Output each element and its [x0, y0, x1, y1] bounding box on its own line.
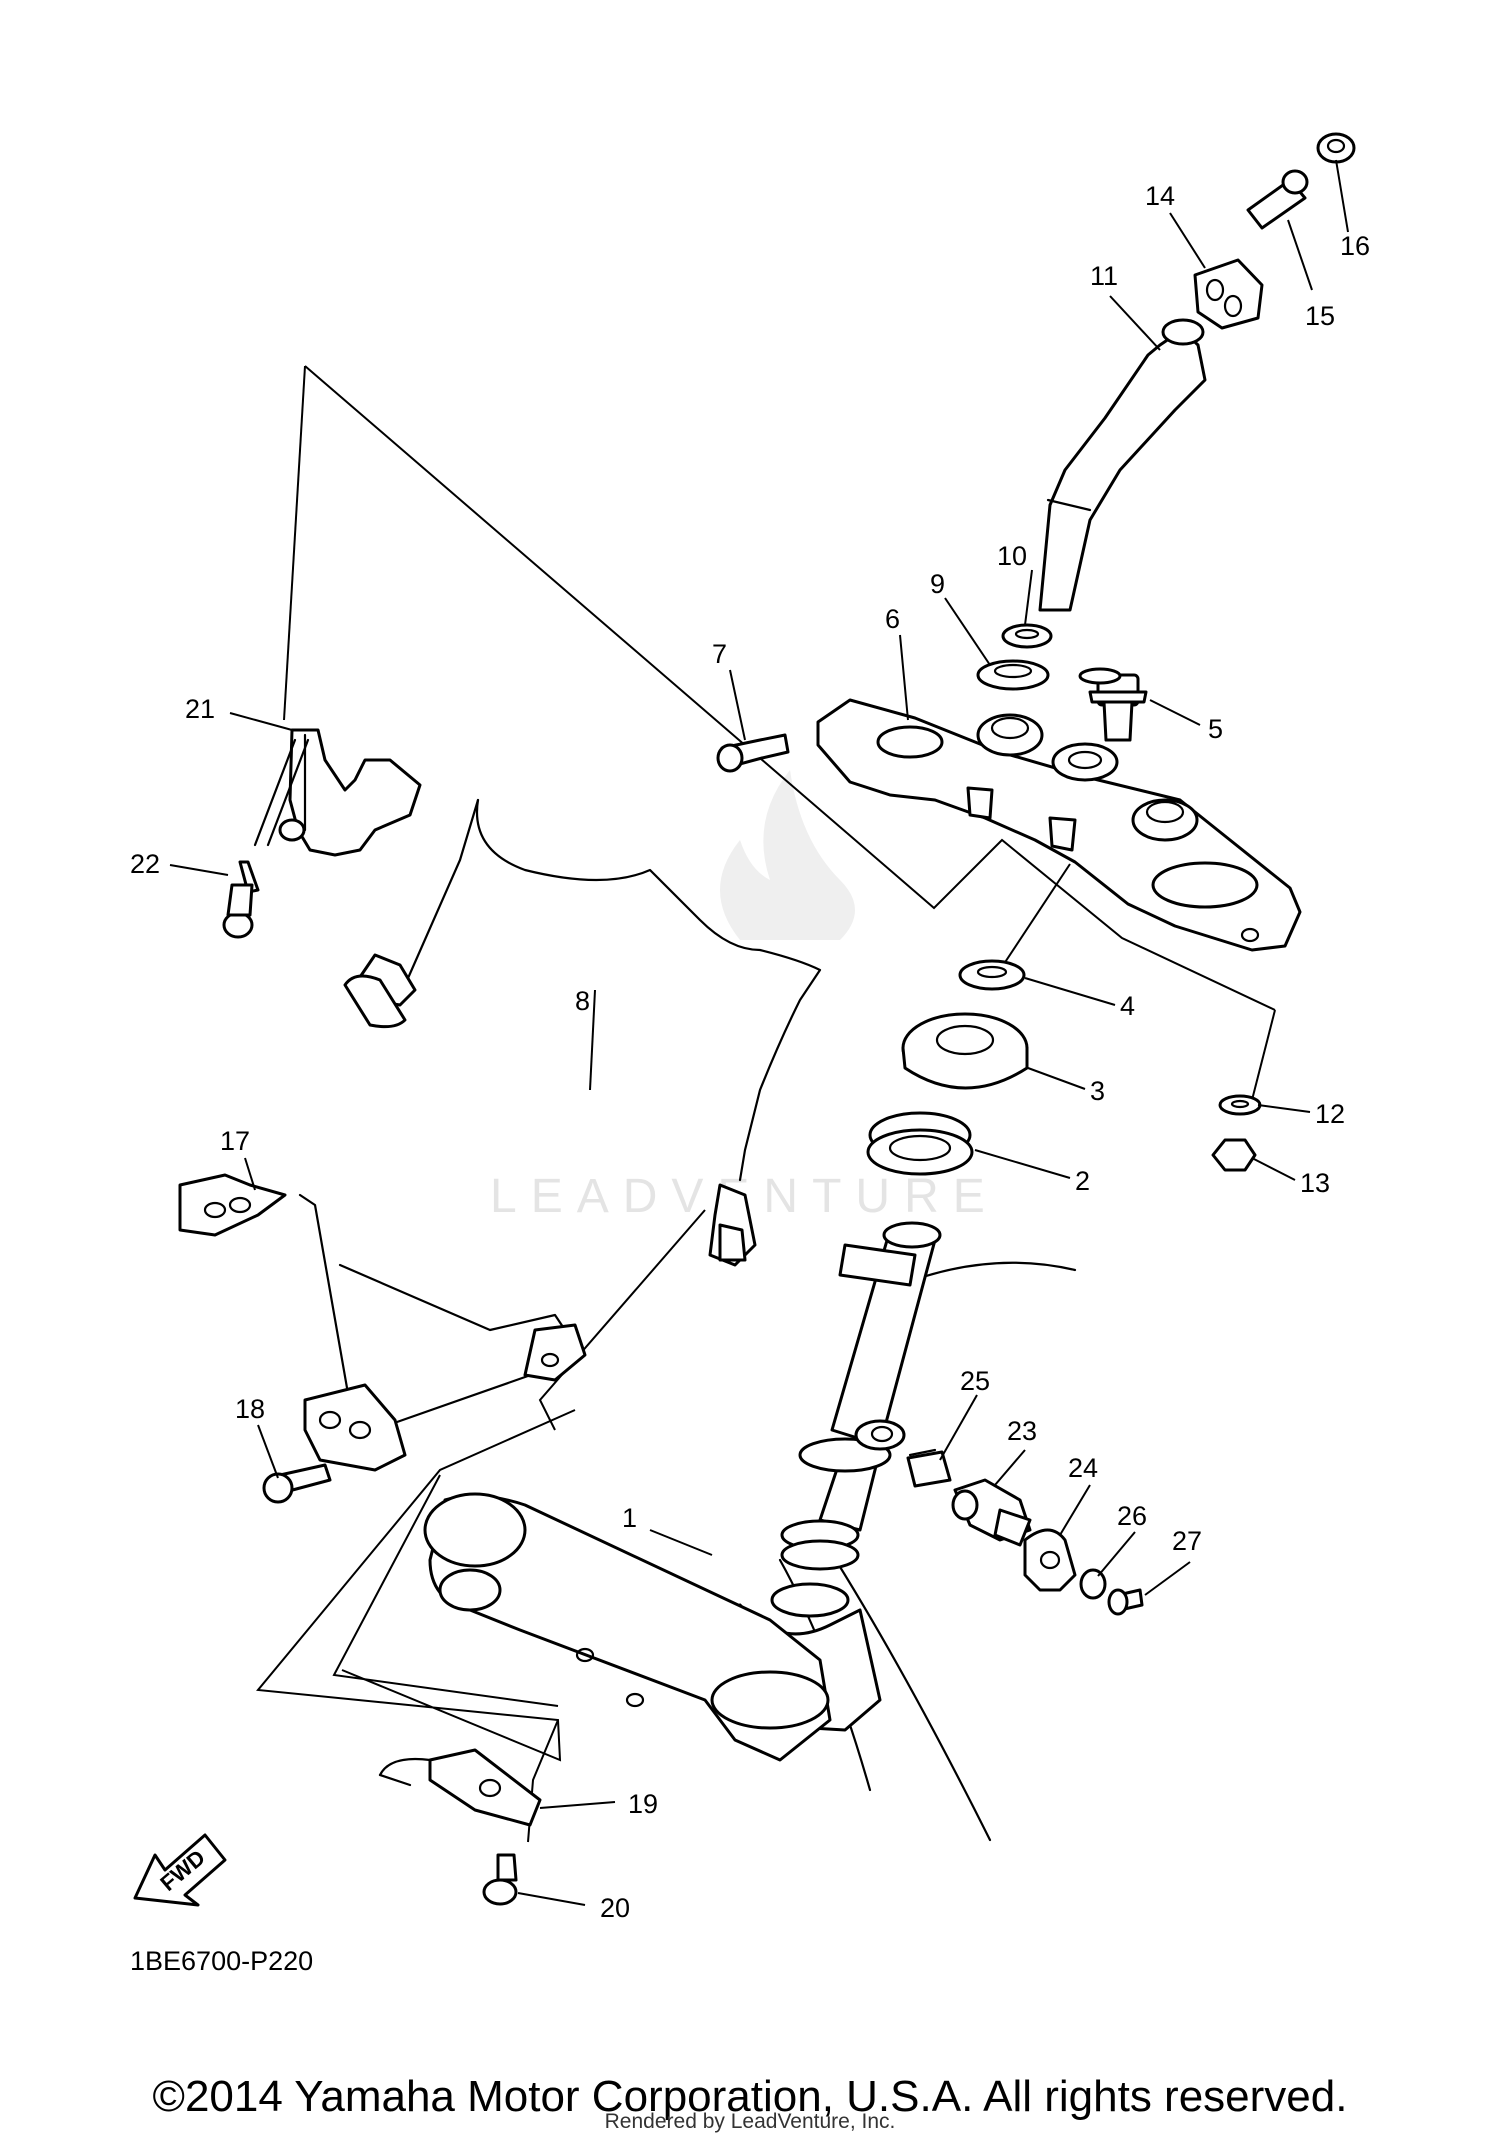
plunger	[951, 1478, 1032, 1547]
handle-clamp	[1193, 258, 1264, 330]
nut-13	[1211, 1138, 1257, 1172]
callout-14: 14	[1145, 181, 1175, 211]
callout-22: 22	[130, 849, 160, 879]
plate	[1023, 1528, 1077, 1592]
brace	[178, 1173, 587, 1472]
callout-10: 10	[997, 541, 1027, 571]
washer-12	[1218, 1094, 1262, 1116]
under-bracket	[423, 1492, 832, 1762]
bearing-upper	[866, 1111, 974, 1176]
washer-26	[1079, 1568, 1107, 1600]
callout-11: 11	[1090, 261, 1118, 291]
callout-5: 5	[1208, 714, 1223, 744]
callout-7: 7	[712, 639, 727, 669]
diagram-code: 1BE6700-P220	[130, 1946, 313, 1976]
nut-16	[1316, 132, 1356, 164]
bolt-18	[262, 1463, 332, 1504]
callout-27: 27	[1172, 1526, 1202, 1556]
callout-1: 1	[622, 1503, 637, 1533]
callout-12: 12	[1315, 1099, 1345, 1129]
callout-18: 18	[235, 1394, 265, 1424]
cable-clip	[378, 1748, 542, 1827]
callout-6: 6	[885, 604, 900, 634]
callout-16: 16	[1340, 231, 1370, 261]
callout-25: 25	[960, 1366, 990, 1396]
bearing-cover	[901, 1012, 1029, 1090]
callout-13: 13	[1300, 1168, 1330, 1198]
stay	[253, 728, 422, 857]
washer-10	[1001, 623, 1053, 649]
ring-nut	[958, 959, 1026, 991]
leader-lines	[169, 159, 1349, 1906]
handle-crown	[816, 698, 1302, 952]
callout-26: 26	[1117, 1501, 1147, 1531]
handlebar	[1038, 318, 1207, 612]
watermark-flame-icon	[720, 770, 855, 940]
washer-9	[976, 659, 1050, 691]
callout-24: 24	[1068, 1453, 1098, 1483]
bolt-15	[1246, 169, 1309, 230]
callout-3: 3	[1090, 1076, 1105, 1106]
bolt-5	[1078, 667, 1148, 742]
callout-21: 21	[185, 694, 215, 724]
wire-bracket	[343, 798, 822, 1267]
callouts: 1 2 3 4 5 6 7 8 9 10 11 12 13 14 15 16 1…	[130, 181, 1370, 1923]
bolt-20	[482, 1853, 518, 1906]
callout-19: 19	[628, 1789, 658, 1819]
callout-9: 9	[930, 569, 945, 599]
group-boundaries	[256, 365, 1276, 1843]
callout-20: 20	[600, 1893, 630, 1923]
fwd-arrow-icon: FWD	[133, 1833, 227, 1907]
copyright-text: ©2014 Yamaha Motor Corporation, U.S.A. A…	[152, 2072, 1348, 2121]
callout-23: 23	[1007, 1416, 1037, 1446]
spring	[906, 1448, 952, 1488]
rendered-by-text: Rendered by LeadVenture, Inc.	[604, 2110, 896, 2133]
callout-8: 8	[575, 986, 590, 1016]
pin-27	[1107, 1588, 1144, 1616]
bolt-22	[222, 860, 260, 939]
callout-2: 2	[1075, 1166, 1090, 1196]
callout-4: 4	[1120, 991, 1135, 1021]
callout-15: 15	[1305, 301, 1335, 331]
callout-17: 17	[220, 1126, 250, 1156]
bolt-7	[716, 733, 790, 773]
